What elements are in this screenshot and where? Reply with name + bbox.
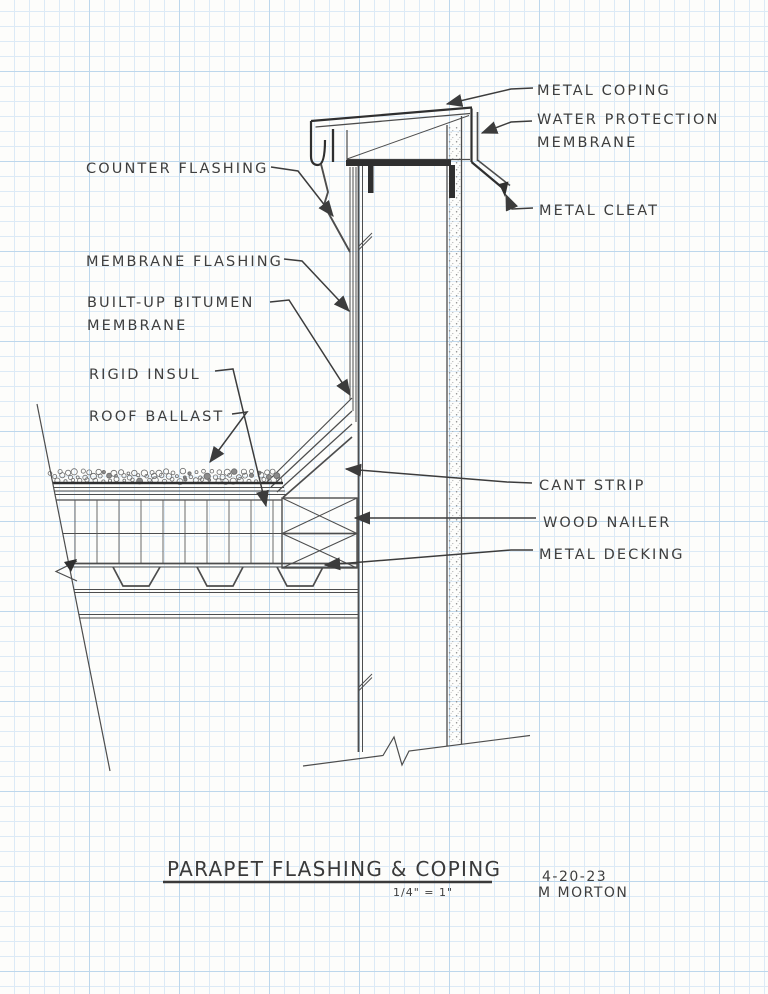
coping-drip-hem xyxy=(309,121,327,167)
leader-cant-strip xyxy=(344,463,533,484)
wall-break-line xyxy=(302,734,531,767)
metal-cleat-shape xyxy=(470,159,511,197)
leader-membrane-flashing xyxy=(283,258,350,312)
leader-water-protection-membrane xyxy=(480,120,533,134)
leader-metal-cleat xyxy=(505,193,534,212)
leader-metal-coping xyxy=(445,87,534,107)
wall-sheathing-stipple xyxy=(448,126,461,742)
drawing-title: PARAPET FLASHING & COPING xyxy=(167,857,501,881)
wall-hatch-tick-upper xyxy=(358,232,373,250)
label-metal-decking: METAL DECKING xyxy=(539,547,685,563)
metal-decking-shape xyxy=(69,562,358,619)
cant-strip-shape xyxy=(282,436,353,499)
label-water-protection-1: WATER PROTECTION xyxy=(537,112,719,128)
leader-counter-flashing xyxy=(270,166,334,218)
leader-built-up-bitumen xyxy=(269,299,351,397)
counter-flashing-shape xyxy=(320,163,351,253)
roof-break-line xyxy=(36,403,111,772)
metal-coping-assembly xyxy=(309,106,511,198)
wall-hatch-tick-lower xyxy=(358,673,373,691)
roof-assembly xyxy=(36,403,358,772)
label-rigid-insul: RIGID INSUL xyxy=(89,367,201,383)
label-wood-nailer: WOOD NAILER xyxy=(543,515,671,531)
label-membrane-flashing: MEMBRANE FLASHING xyxy=(86,254,283,270)
fastener-tick-right xyxy=(449,165,455,198)
callout-labels: METAL COPING WATER PROTECTION MEMBRANE M… xyxy=(86,83,719,563)
blocking-bottom-bar xyxy=(346,159,451,166)
title-block: PARAPET FLASHING & COPING 1/4" = 1" 4-20… xyxy=(163,857,628,901)
label-built-up-bitumen-2: MEMBRANE xyxy=(87,318,187,334)
drawing-scale: 1/4" = 1" xyxy=(393,886,453,899)
drawing-date: 4-20-23 xyxy=(542,869,607,885)
flashing-group xyxy=(265,163,357,499)
label-metal-cleat: METAL CLEAT xyxy=(539,203,659,219)
label-built-up-bitumen-1: BUILT-UP BITUMEN xyxy=(87,295,254,311)
roof-break-arrow xyxy=(64,559,77,572)
label-metal-coping: METAL COPING xyxy=(537,83,671,99)
leader-rigid-insul xyxy=(214,368,269,508)
label-counter-flashing: COUNTER FLASHING xyxy=(86,161,268,177)
fastener-tick-left xyxy=(368,166,374,193)
label-roof-ballast: ROOF BALLAST xyxy=(89,409,224,425)
leader-roof-ballast xyxy=(209,411,249,464)
parapet-wall xyxy=(302,116,531,767)
label-cant-strip: CANT STRIP xyxy=(539,478,646,494)
leader-metal-decking xyxy=(323,549,533,571)
drawing-author: M MORTON xyxy=(538,885,628,901)
label-water-protection-2: MEMBRANE xyxy=(537,135,637,151)
wood-nailer-shapes xyxy=(281,497,358,569)
rigid-insulation xyxy=(56,499,282,563)
leader-lines xyxy=(209,87,536,571)
